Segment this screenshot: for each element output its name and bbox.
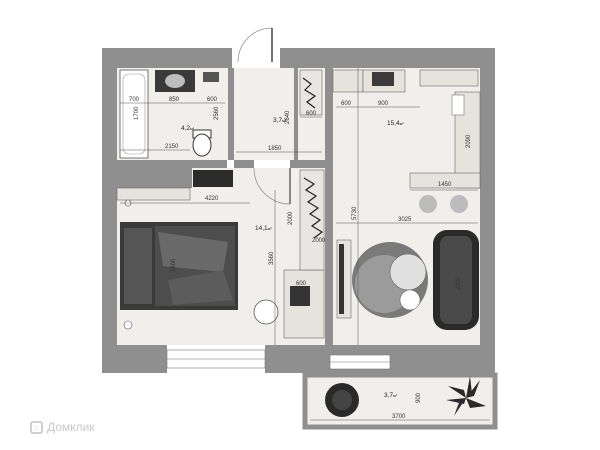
kitchen-furniture xyxy=(332,69,481,213)
bar-stool-1 xyxy=(419,195,437,213)
dim-bath-3: 600 xyxy=(207,97,218,103)
plant xyxy=(446,376,486,416)
desk-chair xyxy=(253,299,279,325)
coffee-table xyxy=(389,253,427,291)
toilet xyxy=(192,133,212,157)
dim-bed-4: 3560 xyxy=(269,251,275,265)
living-area xyxy=(336,230,479,330)
area-kitchen: 15,4м² xyxy=(387,120,404,127)
dim-hall-3: 1850 xyxy=(268,146,282,152)
dim-bath-2: 850 xyxy=(169,97,180,103)
dim-bed-3: 1600 xyxy=(171,258,177,272)
dim-bath-4: 1700 xyxy=(134,106,140,120)
area-hallway: 3,7м² xyxy=(273,117,287,124)
dim-bath-1: 700 xyxy=(129,97,140,103)
dim-kit-2: 900 xyxy=(378,101,389,107)
watermark: ⌂ Домклик xyxy=(30,420,95,434)
hallway-wardrobe xyxy=(299,69,323,116)
watermark-text: Домклик xyxy=(47,420,95,434)
dim-bath-5: 2560 xyxy=(214,106,220,120)
dim-kit-7: 2000 xyxy=(456,276,462,290)
bathtub xyxy=(119,69,149,159)
area-bathroom: 4,2м² xyxy=(181,125,195,132)
dimension-labels: 700 850 600 1700 2560 2150 2640 600 1850… xyxy=(129,97,472,420)
dim-kit-6: 3025 xyxy=(398,217,412,223)
bar-counter xyxy=(409,172,481,189)
area-bedroom: 14,1м² xyxy=(255,225,272,232)
washing-machine xyxy=(203,72,219,82)
area-labels: 4,2м² 3,7м² 15,4м² 14,1м² 3,7м² xyxy=(181,117,404,399)
dimension-lines xyxy=(120,68,490,421)
dim-kit-1: 600 xyxy=(341,101,352,107)
bedroom-tall-wardrobe xyxy=(299,169,325,271)
walls xyxy=(102,48,495,375)
dim-bed-5: 2000 xyxy=(312,238,326,244)
bedroom-door xyxy=(253,167,291,205)
bedroom-furniture xyxy=(116,170,325,339)
bar-stool-2 xyxy=(450,195,468,213)
sink xyxy=(165,74,185,88)
bedroom-wardrobe xyxy=(193,170,233,187)
bathroom-fixtures xyxy=(119,69,219,159)
dim-bed-1: 4220 xyxy=(205,196,219,202)
dim-bal-2: 3700 xyxy=(392,414,406,420)
dim-hall-2: 600 xyxy=(306,111,317,117)
dim-kit-4: 1450 xyxy=(438,182,452,188)
balcony-furniture xyxy=(325,376,486,417)
dim-hall-1: 2640 xyxy=(285,110,291,124)
balcony-frame xyxy=(302,372,498,430)
dim-kit-5: 5730 xyxy=(352,206,358,220)
stove xyxy=(372,72,394,86)
dim-bed-6: 600 xyxy=(296,281,307,287)
dim-bal-1: 900 xyxy=(416,392,422,403)
dim-bath-6: 2150 xyxy=(165,144,179,150)
domclick-logo-icon: ⌂ xyxy=(30,420,43,434)
hallway-floor xyxy=(234,68,294,160)
entrance-door xyxy=(232,27,280,68)
dim-kit-3: 2090 xyxy=(466,134,472,148)
dim-bed-2: 2000 xyxy=(288,211,294,225)
area-balcony: 3,7м² xyxy=(384,392,398,399)
kitchen-sink xyxy=(451,94,465,116)
windows xyxy=(166,349,391,370)
